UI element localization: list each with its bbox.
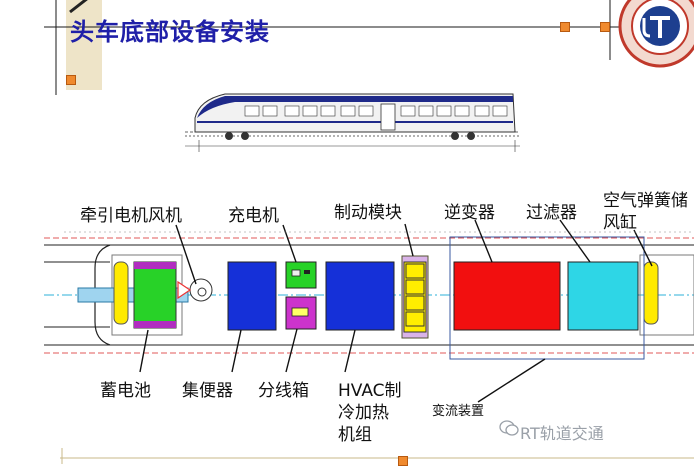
air-spring-left: [113, 261, 129, 325]
label-hvac-2: 冷加热: [338, 403, 389, 423]
wechat-icon: [499, 420, 519, 436]
label-traction-fan: 牵引电机风机: [80, 206, 182, 226]
train-elevation: [185, 88, 520, 154]
orange-square: [66, 75, 76, 85]
label-hvac-3: 机组: [338, 425, 372, 445]
label-junction-box: 分线箱: [258, 381, 309, 401]
watermark-text: RT轨道交通: [520, 424, 604, 443]
university-seal-icon: [618, 0, 694, 68]
label-filter: 过滤器: [526, 203, 577, 223]
charger-box: [285, 261, 317, 289]
label-air-spring-2: 风缸: [603, 213, 637, 233]
filter-box: [567, 261, 639, 331]
label-battery: 蓄电池: [100, 381, 151, 401]
bogie-outline: [639, 254, 694, 336]
battery-strip: [134, 262, 176, 269]
converter-enclosure: [449, 236, 645, 360]
label-inverter: 逆变器: [444, 203, 495, 223]
fan-inlet: [177, 280, 192, 300]
page-title: 头车底部设备安装: [70, 18, 270, 46]
battery-box: [133, 261, 177, 329]
fan-icon: [189, 278, 213, 302]
orange-square: [600, 22, 610, 32]
label-charger: 充电机: [228, 206, 279, 226]
pen-stroke: [69, 0, 88, 14]
orange-square: [560, 22, 570, 32]
label-hvac: HVAC制: [338, 381, 402, 401]
hvac-unit: [325, 261, 395, 331]
label-converter: 变流装置: [432, 404, 485, 419]
air-spring-right: [643, 261, 659, 325]
inverter-box: [453, 261, 561, 331]
label-air-spring: 空气弹簧储: [603, 191, 688, 211]
label-collector: 集便器: [182, 381, 233, 401]
label-brake-module: 制动模块: [334, 203, 402, 223]
toilet-collector-box: [227, 261, 277, 331]
battery-strip: [134, 321, 176, 328]
